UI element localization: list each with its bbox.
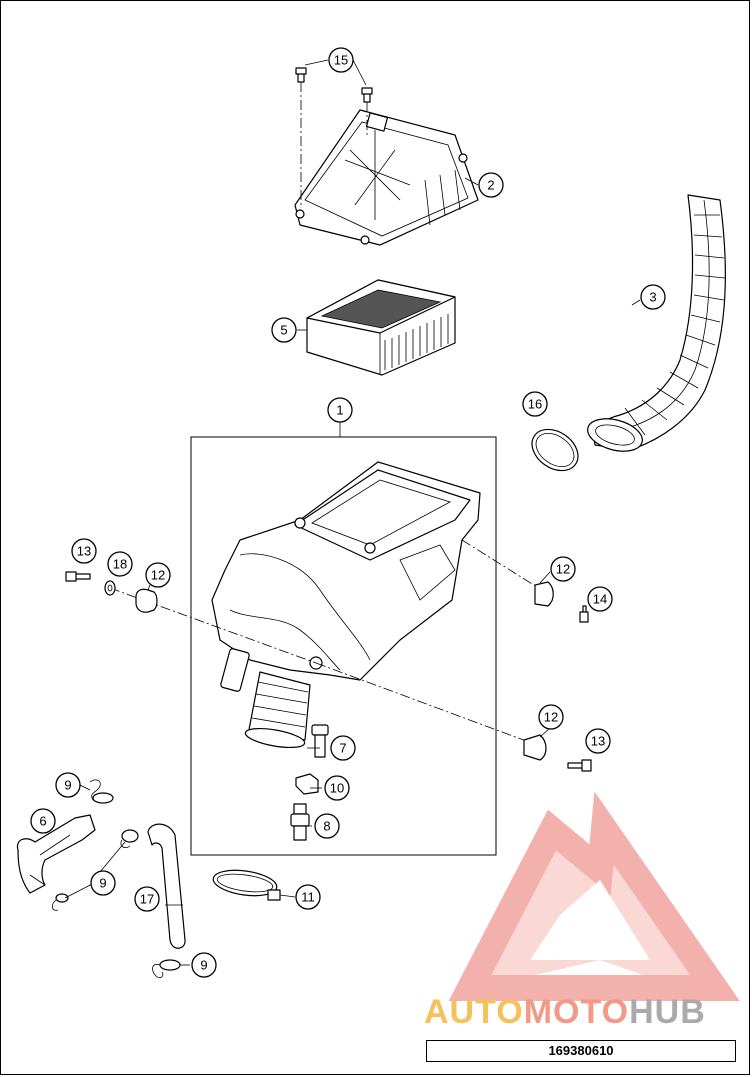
callout-9-bottom: 9 [191,952,217,978]
part-5-air-filter [306,279,456,376]
svg-text:2: 2 [487,178,494,193]
callout-5: 5 [271,317,297,343]
svg-text:1: 1 [336,403,343,418]
callout-3: 3 [640,284,666,310]
callout-18: 18 [107,551,133,577]
callout-6: 6 [30,808,56,834]
callout-10: 10 [324,775,350,801]
part-12-grommet-right-lower [523,734,547,761]
svg-text:5: 5 [280,323,287,338]
svg-text:9: 9 [64,778,71,793]
part-18-washer [104,580,116,596]
leader-lines [64,59,641,966]
svg-text:15: 15 [334,53,348,68]
svg-text:8: 8 [323,819,330,834]
svg-text:11: 11 [301,890,315,905]
part-1-airbox [211,461,481,749]
svg-text:13: 13 [77,544,91,559]
part-12-grommet-right-upper [534,581,554,607]
svg-text:12: 12 [556,562,570,577]
brand-part-auto: AUTO [424,993,524,1031]
part-9-clamp-bottom [152,959,181,979]
callout-17: 17 [134,886,160,912]
callout-12-right-lower: 12 [538,704,564,730]
part-16-seal-ring [531,428,579,472]
callout-12-left: 12 [145,562,171,588]
callout-12-right-upper: 12 [550,556,576,582]
part-15-screws [295,67,373,205]
callout-9-top: 9 [55,772,81,798]
svg-text:12: 12 [151,568,165,583]
part-12-grommet-left [135,588,158,613]
part-9-clamp-top [89,779,114,804]
reference-number: 169380610 [426,1040,736,1062]
brand-part-hub: HUB [629,993,706,1031]
callout-15: 15 [328,47,354,73]
svg-text:16: 16 [528,397,542,412]
callout-2: 2 [478,172,504,198]
svg-text:13: 13 [591,734,605,749]
svg-text:12: 12 [544,710,558,725]
part-3-intake-duct [587,194,726,452]
svg-text:3: 3 [649,290,656,305]
part-8-nipple [290,803,310,841]
svg-text:14: 14 [593,592,607,607]
svg-text:18: 18 [113,557,127,572]
svg-text:9: 9 [200,958,207,973]
part-17-hose [147,823,186,949]
svg-text:7: 7 [339,741,346,756]
part-9-clamp-middle [52,829,139,911]
part-14-screw [579,605,589,623]
callout-8: 8 [314,813,340,839]
callout-1: 1 [327,397,353,423]
svg-text:6: 6 [39,814,46,829]
part-13-screw-left [65,571,91,582]
callout-9-middle: 9 [90,870,116,896]
part-11-hose-clamp [212,869,281,901]
svg-text:10: 10 [330,781,344,796]
svg-text:17: 17 [140,892,154,907]
callout-11: 11 [295,884,321,910]
part-1-bracket-frame [190,436,497,856]
watermark-logo [448,791,740,1001]
part-7-drain-plug [311,724,329,758]
callout-14: 14 [587,586,613,612]
part-13-screw-right [567,759,592,772]
part-2-airbox-cover [294,109,479,246]
brand-part-moto: MOTO [523,993,630,1031]
watermark-brand-text: AUTOMOTOHUB [424,993,706,1032]
callout-13-right: 13 [585,728,611,754]
callout-16: 16 [522,391,548,417]
svg-text:9: 9 [99,876,106,891]
part-10-clip [295,773,319,795]
callout-7: 7 [330,735,356,761]
callout-13-left: 13 [71,538,97,564]
part-6-hose [16,814,96,894]
